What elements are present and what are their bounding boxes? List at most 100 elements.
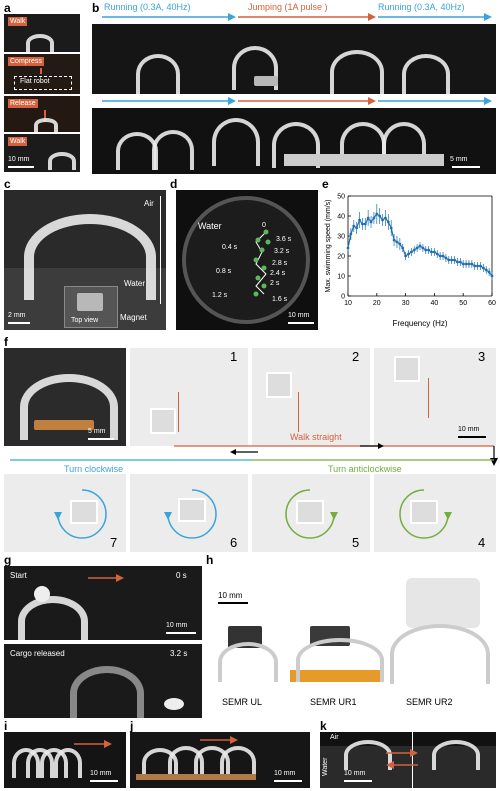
scale-bar-label: 5 mm xyxy=(88,428,106,435)
semr-ul-label: SEMR UL xyxy=(222,697,263,707)
panel-a-frame-compress: Compress Flat robot xyxy=(4,54,80,94)
robot-image xyxy=(390,624,490,684)
data-point xyxy=(421,246,425,250)
data-point xyxy=(386,220,390,224)
panel-h-photo: 10 mm SEMR UL SEMR UR1 SEMR UR2 xyxy=(206,566,496,718)
robot-image xyxy=(26,34,54,52)
robot-image xyxy=(254,76,278,86)
panel-label-i: i xyxy=(4,719,8,733)
frame-number: 5 xyxy=(352,535,360,550)
cw-arrow-icon xyxy=(164,489,217,539)
panel-i-photo: 10 mm xyxy=(4,732,126,788)
acw-arrow-icon xyxy=(399,489,452,539)
data-point xyxy=(476,264,479,268)
panel-label-c: c xyxy=(4,177,11,191)
y-axis-label: Max. swimming speed (mm/s) xyxy=(325,200,332,293)
x-tick-label: 30 xyxy=(402,300,410,307)
turn-clockwise-label: Turn clockwise xyxy=(64,464,124,474)
data-point xyxy=(447,258,451,262)
panel-g-release-frame: Cargo released 3.2 s xyxy=(4,644,202,718)
x-tick-label: 10 xyxy=(344,300,352,307)
data-point xyxy=(424,248,428,252)
data-point xyxy=(358,218,361,222)
panel-f-frame-4: 4 xyxy=(374,474,496,552)
robot-image xyxy=(34,118,58,132)
panel-f-frame-2: 2 xyxy=(252,348,370,446)
data-point xyxy=(470,262,474,266)
data-point xyxy=(473,264,477,268)
y-tick-label: 10 xyxy=(337,274,345,281)
data-point xyxy=(366,216,370,220)
panel-f-path-arrows xyxy=(10,443,498,466)
panel-d-photo: Water 0 0.4 s 0.8 s 1.2 s 1.6 s 2 s 2.4 … xyxy=(176,190,318,330)
flat-robot-box xyxy=(14,76,72,90)
turn-anticlockwise-label: Turn anticlockwise xyxy=(328,464,402,474)
panel-label-a: a xyxy=(4,1,11,15)
walk-arrow xyxy=(298,392,299,432)
data-point xyxy=(395,240,399,244)
robot-image xyxy=(18,596,88,640)
data-point xyxy=(450,258,454,262)
data-point xyxy=(412,248,416,252)
data-point xyxy=(487,270,491,274)
frame-number: 1 xyxy=(230,349,238,364)
water-label: Water xyxy=(198,221,222,231)
y-tick-label: 50 xyxy=(337,194,345,201)
walk-arrow xyxy=(178,392,179,432)
data-point xyxy=(381,218,384,222)
panel-b-sequence-top xyxy=(92,24,496,94)
cargo-ball xyxy=(34,586,50,602)
direction-arrow xyxy=(88,574,124,582)
time-label: 2.8 s xyxy=(272,260,288,267)
panel-f-frame-1: 1 xyxy=(130,348,248,446)
panel-b-sequence-bottom: 5 mm xyxy=(92,108,496,174)
frame-number: 7 xyxy=(110,535,118,550)
frame-number: 3 xyxy=(478,349,486,364)
scale-bar xyxy=(274,780,302,782)
robot-image xyxy=(432,740,480,770)
panel-label-k: k xyxy=(320,719,327,733)
robot-image xyxy=(54,748,82,778)
panel-a-frame-release: Release xyxy=(4,96,80,132)
compress-arrow xyxy=(40,68,42,74)
data-point xyxy=(458,260,462,264)
frame-number: 4 xyxy=(478,535,486,550)
robot-image xyxy=(402,54,450,94)
cargo-released-label: Cargo released xyxy=(10,649,65,658)
scale-bar xyxy=(90,780,118,782)
panel-label-b: b xyxy=(92,1,100,15)
data-point xyxy=(435,252,439,256)
panel-label-f: f xyxy=(4,335,8,349)
panel-b-bottom-arrows xyxy=(102,97,492,105)
data-point xyxy=(415,246,419,250)
robot-image xyxy=(20,374,118,440)
scale-bar-label: 10 mm xyxy=(274,770,296,777)
scale-bar xyxy=(88,438,114,440)
data-point xyxy=(479,264,482,268)
robot-image xyxy=(330,50,384,94)
time-label: 0.8 s xyxy=(216,268,232,275)
scale-bar xyxy=(458,436,486,438)
panel-f-frame-7: 7 xyxy=(4,474,126,552)
air-label: Air xyxy=(144,199,154,208)
cargo-block xyxy=(406,578,480,628)
panel-f-robot-photo: 5 mm xyxy=(4,348,126,446)
robot-image xyxy=(136,54,180,94)
panel-a-frame-walk: Walk xyxy=(4,14,80,52)
robot-image xyxy=(212,118,260,166)
data-point xyxy=(389,226,393,230)
robot-image xyxy=(70,500,98,524)
panel-g-start-frame: Start 0 s 10 mm xyxy=(4,566,202,640)
data-point xyxy=(467,262,471,266)
data-point xyxy=(418,244,422,248)
data-point xyxy=(438,254,442,258)
robot-image xyxy=(382,122,426,166)
data-point xyxy=(349,232,353,236)
magnet-label: Magnet xyxy=(120,313,147,322)
panel-f-frame-5: 5 xyxy=(252,474,370,552)
x-axis-label: Frequency (Hz) xyxy=(392,319,447,328)
data-point xyxy=(444,256,448,260)
time-label: 3.2 s xyxy=(170,649,188,658)
time-label: 2 s xyxy=(270,280,280,287)
